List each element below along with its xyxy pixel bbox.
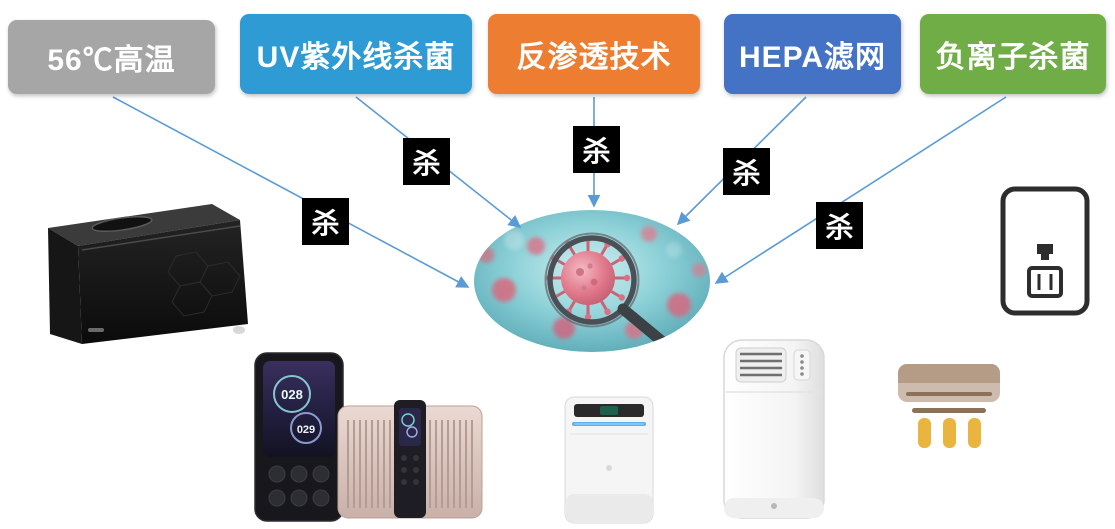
floor-ac-svg: [723, 339, 825, 519]
water-purifier-panel-image: 028 029: [254, 352, 344, 527]
air-conditioner-icon: [896, 356, 1002, 457]
kill-badge-hepa: 杀: [723, 148, 770, 195]
floor-ac-image: [714, 336, 834, 529]
air-conditioner-icon-svg: [898, 364, 1000, 448]
display-value-top: 028: [281, 387, 303, 402]
kill-badge-reverse-osmosis: 杀: [573, 126, 620, 173]
kill-badge-negative-ion: 杀: [816, 202, 863, 249]
water-purifier-unit-image: [336, 398, 484, 525]
air-purifier-image: [562, 394, 656, 529]
air-purifier-svg: [564, 396, 654, 524]
water-dispenser-icon-svg: [1000, 186, 1090, 316]
display-value-bottom: 029: [297, 424, 315, 436]
tech-box-hepa-filter: HEPA滤网: [724, 14, 901, 94]
water-purifier-panel-svg: 028 029: [254, 352, 344, 522]
dishwasher-image: [26, 196, 251, 351]
virus-magnifier-svg: [474, 210, 710, 352]
tech-box-negative-ion: 负离子杀菌: [920, 14, 1106, 94]
kill-badge-uv: 杀: [403, 138, 450, 185]
water-purifier-unit-svg: [337, 400, 483, 519]
virus-magnifier-image: [474, 210, 710, 352]
dishwasher-svg: [48, 204, 248, 344]
tech-box-uv-sterilize: UV紫外线杀菌: [240, 14, 472, 94]
kill-badge-high-temp: 杀: [302, 198, 349, 245]
water-dispenser-icon: [996, 182, 1094, 325]
tech-box-reverse-osmosis: 反渗透技术: [488, 14, 700, 94]
tech-box-high-temp: 56℃高温: [8, 20, 215, 94]
